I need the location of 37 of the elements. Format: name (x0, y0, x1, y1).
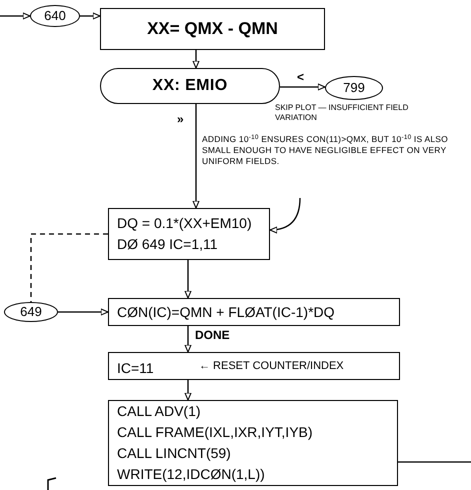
code-text: 799 (343, 79, 365, 98)
connector-oval (325, 76, 383, 100)
comment-text: ← RESET COUNTER/INDEX (199, 359, 344, 374)
arrow (192, 50, 200, 68)
arrow (192, 104, 200, 208)
arrow (0, 12, 30, 20)
arrow (80, 12, 100, 20)
process-box (108, 298, 400, 326)
arrow (270, 198, 301, 234)
process-box (108, 352, 400, 380)
code-text: DQ = 0.1*(XX+EM10) (117, 214, 253, 233)
process-box (100, 8, 325, 50)
code-text: DØ 649 IC=1,11 (117, 235, 219, 254)
decision-terminal (100, 68, 280, 104)
note-text: SKIP PLOT — INSUFFICIENT FIELD VARIATION (275, 103, 410, 123)
edge-label: DONE (194, 328, 231, 342)
annotation: ADDING 10$^{-10}$ ENSURES CON(11)>QMX, BUT 10$^{-10}$ IS ALSO SMALL ENOUGH TO HAVE NEGLIGIBLE EFFECT ON VERY UNIFORM FIELDS. (202, 134, 450, 167)
arrow (280, 84, 326, 90)
connector-oval (30, 5, 80, 27)
code-text: WRITE(12,IDCØN(1,L)) (117, 465, 266, 484)
code-text: CALL LINCNT(59) (117, 444, 232, 463)
process-box (108, 208, 270, 260)
connector-oval (4, 302, 58, 322)
arrow (184, 326, 192, 352)
code-text: XX= QMX - QMN (147, 18, 278, 40)
code-text: CØN(IC)=QMN + FLØAT(IC-1)*DQ (117, 302, 336, 322)
code-text: 649 (20, 303, 42, 322)
code-text: CALL FRAME(IXL,IXR,IYT,IYB) (117, 423, 314, 442)
arrow (184, 260, 192, 298)
code-text: 640 (44, 7, 66, 26)
arrow (58, 308, 108, 316)
code-text: CALL ADV(1) (117, 402, 202, 421)
process-box (108, 400, 398, 486)
dashed-line (30, 233, 108, 302)
code-text: XX: EMIO (152, 76, 228, 96)
arrow (184, 380, 192, 400)
code-text: IC=11 (117, 359, 154, 378)
